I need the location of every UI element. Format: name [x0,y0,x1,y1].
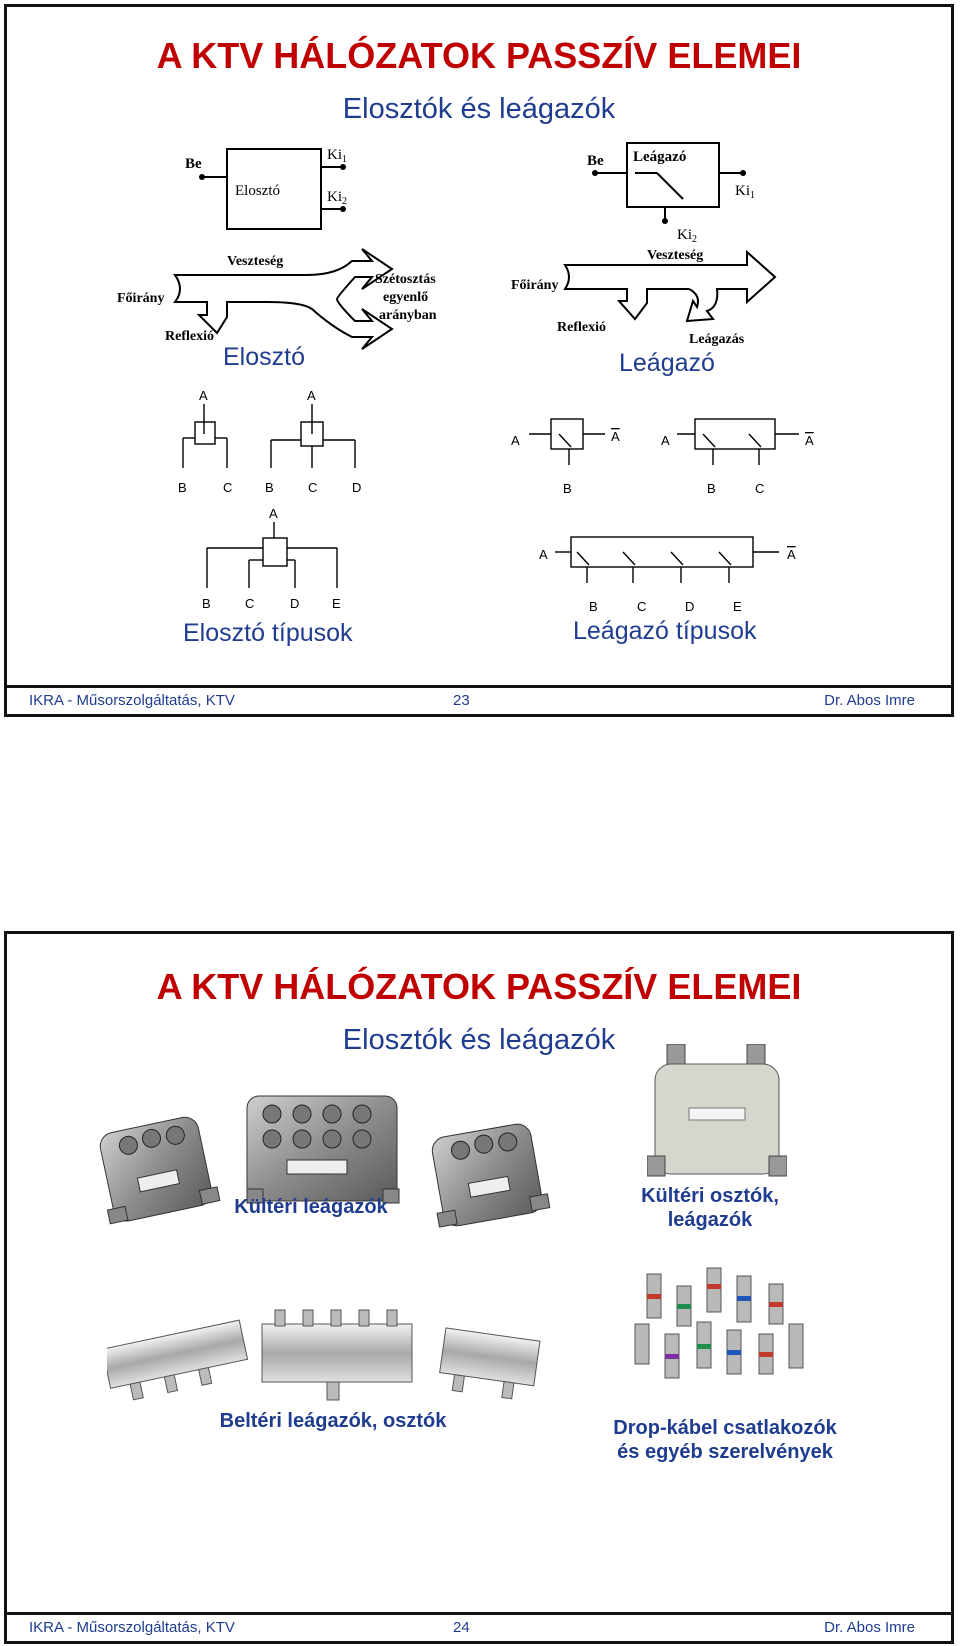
slide-footer: IKRA - Műsorszolgáltatás, KTV 23 Dr. Abo… [7,685,951,714]
caption-outdoor-splitters: Kültéri osztók, leágazók [625,1184,795,1232]
footer-course: IKRA - Műsorszolgáltatás, KTV [29,692,235,709]
outdoor-taps-photo [97,1084,577,1244]
footer-course: IKRA - Műsorszolgáltatás, KTV [29,1619,235,1636]
caption-outdoor-splitters-line1: Kültéri osztók, [625,1184,795,1208]
splitter-out1-label: Ki1 [327,147,347,165]
letter-c: C [245,596,254,611]
letter-a: A [611,429,620,444]
letter-b: B [202,596,211,611]
tap-loss-label: Veszteség [647,248,703,263]
slide-24: A KTV HÁLÓZATOK PASSZÍV ELEMEI Elosztók … [4,931,954,1644]
tap-main-direction-label: Főirány [511,278,558,293]
letter-a: A [199,388,208,403]
splitter-types-label: Elosztó típusok [183,619,353,648]
tap-reflection-label: Reflexió [557,320,606,335]
footer-page-number: 24 [453,1619,470,1636]
outdoor-splitter-photo [647,1044,787,1194]
caption-indoor-splitters: Beltéri leágazók, osztók [203,1410,463,1433]
caption-drop-connectors-line1: Drop-kábel csatlakozók [595,1416,855,1440]
slide-title: A KTV HÁLÓZATOK PASSZÍV ELEMEI [7,966,951,1008]
letter-a: A [661,433,670,448]
tap-input-label: Be [587,153,604,169]
slide-subtitle: Elosztók és leágazók [7,93,951,126]
caption-drop-connectors-line2: és egyéb szerelvények [595,1440,855,1464]
letter-b: B [178,480,187,495]
splitter-types-diagram: A B C A B C D A B C D [167,382,397,612]
letter-b: B [707,481,716,496]
tap-box-label: Leágazó [633,149,686,165]
letter-a: A [511,433,520,448]
letter-c: C [637,599,646,614]
drop-connectors-photo [627,1264,817,1394]
letter-c: C [223,480,232,495]
tap-label: Leágazó [619,349,715,378]
letter-b: B [589,599,598,614]
footer-page-number: 23 [453,692,470,709]
splitter-distribution-line3: arányban [379,308,437,323]
tap-types-label: Leágazó típusok [573,617,756,646]
footer-author: Dr. Abos Imre [824,1619,915,1636]
letter-a: A [307,388,316,403]
footer-author: Dr. Abos Imre [824,692,915,709]
caption-drop-connectors: Drop-kábel csatlakozók és egyéb szerelvé… [595,1416,855,1464]
slide-footer: IKRA - Műsorszolgáltatás, KTV 24 Dr. Abo… [7,1612,951,1641]
splitter-loss-label: Veszteség [227,254,283,269]
tap-out1-label: Ki1 [735,183,755,201]
splitter-distribution-line2: egyenlő [383,290,428,305]
splitter-distribution-line1: Szétosztás [375,272,436,287]
slide-23: A KTV HÁLÓZATOK PASSZÍV ELEMEI Elosztók … [4,4,954,717]
tap-types-diagram: A A B A A B C A A B C D E [507,407,867,617]
splitter-schematic: Elosztó Be Ki1 Ki2 Veszteség Főirány Ref… [107,137,487,362]
letter-c: C [755,481,764,496]
letter-a: A [805,433,814,448]
letter-e: E [332,596,341,611]
splitter-reflection-label: Reflexió [165,329,214,344]
letter-a: A [787,547,796,562]
tap-out2-label: Ki2 [677,227,697,245]
tap-schematic: Leágazó Be Ki1 Ki2 Veszteség Főirány Ref… [507,137,807,352]
letter-b: B [563,481,572,496]
caption-outdoor-splitters-line2: leágazók [625,1208,795,1232]
letter-d: D [352,480,361,495]
slide-title: A KTV HÁLÓZATOK PASSZÍV ELEMEI [7,35,951,77]
splitter-main-direction-label: Főirány [117,291,164,306]
letter-a: A [269,506,278,521]
caption-outdoor-taps: Kültéri leágazók [231,1196,391,1219]
indoor-splitters-photo [107,1304,567,1414]
letter-b: B [265,480,274,495]
splitter-out2-label: Ki2 [327,189,347,207]
letter-d: D [290,596,299,611]
letter-e: E [733,599,742,614]
slide-subtitle: Elosztók és leágazók [7,1024,951,1057]
letter-a: A [539,547,548,562]
splitter-input-label: Be [185,156,202,172]
splitter-box-label: Elosztó [235,183,280,199]
splitter-label: Elosztó [223,343,305,372]
letter-d: D [685,599,694,614]
letter-c: C [308,480,317,495]
tap-branch-label: Leágazás [689,332,745,347]
